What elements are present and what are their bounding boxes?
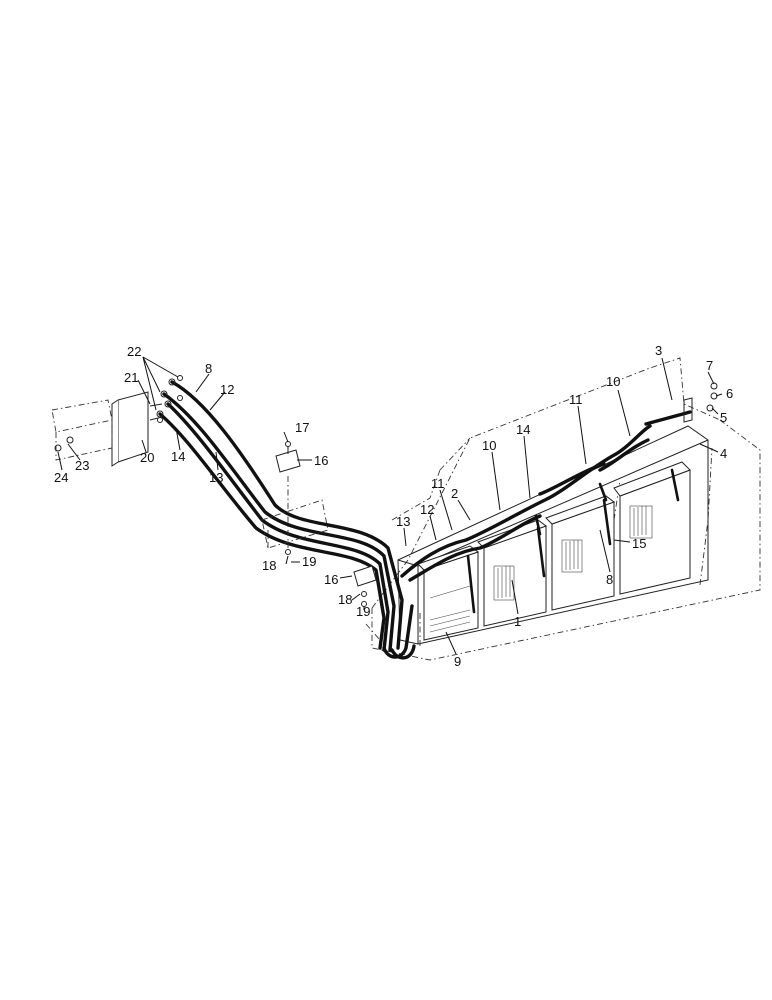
callout-7: 7 bbox=[706, 358, 713, 373]
callout-12-front: 12 bbox=[220, 382, 234, 397]
callout-18-lower: 18 bbox=[338, 592, 352, 607]
callout-21: 21 bbox=[124, 370, 138, 385]
terminal-bar bbox=[51, 399, 113, 461]
callout-13-rear: 13 bbox=[396, 514, 410, 529]
callout-17: 17 bbox=[295, 420, 309, 435]
callout-1: 1 bbox=[514, 614, 521, 629]
callout-2: 2 bbox=[451, 486, 458, 501]
callout-8-front: 8 bbox=[205, 361, 212, 376]
callout-8-rear: 8 bbox=[606, 572, 613, 587]
callout-14-rear: 14 bbox=[516, 422, 530, 437]
callout-22: 22 bbox=[127, 344, 141, 359]
battery-4 bbox=[613, 461, 691, 595]
callout-3: 3 bbox=[655, 343, 662, 358]
front-bracket-assembly bbox=[111, 375, 183, 467]
callout-15: 15 bbox=[632, 536, 646, 551]
hold-down-straps bbox=[466, 468, 680, 614]
cable-clamp-upper bbox=[275, 441, 301, 473]
callout-labels: 22 21 8 12 14 20 13 23 24 17 16 18 19 16… bbox=[54, 343, 733, 669]
callout-16-upper: 16 bbox=[314, 453, 328, 468]
cable-support-channel bbox=[261, 476, 329, 555]
machine-frame-outline bbox=[365, 357, 761, 661]
callout-19-lower: 19 bbox=[356, 604, 370, 619]
callout-24: 24 bbox=[54, 470, 68, 485]
callout-23: 23 bbox=[75, 458, 89, 473]
battery-rack bbox=[397, 425, 709, 645]
cable-clamp-lower bbox=[353, 565, 377, 607]
callout-10-left: 10 bbox=[482, 438, 496, 453]
callout-5: 5 bbox=[720, 410, 727, 425]
battery-cables bbox=[158, 380, 692, 660]
callout-12-rear: 12 bbox=[420, 502, 434, 517]
battery-3 bbox=[545, 495, 616, 611]
callout-10-right: 10 bbox=[606, 374, 620, 389]
callout-9: 9 bbox=[454, 654, 461, 669]
callout-11-right: 11 bbox=[569, 392, 583, 407]
leader-lines bbox=[57, 356, 723, 655]
callout-16-lower: 16 bbox=[324, 572, 338, 587]
callout-20: 20 bbox=[140, 450, 154, 465]
right-terminal-hardware bbox=[683, 382, 718, 423]
callout-19-upper: 19 bbox=[302, 554, 316, 569]
callout-4: 4 bbox=[720, 446, 727, 461]
callout-6: 6 bbox=[726, 386, 733, 401]
callout-13-front: 13 bbox=[209, 470, 223, 485]
callout-11-left: 11 bbox=[431, 476, 445, 491]
callout-18-upper: 18 bbox=[262, 558, 276, 573]
callout-14-front: 14 bbox=[171, 449, 185, 464]
